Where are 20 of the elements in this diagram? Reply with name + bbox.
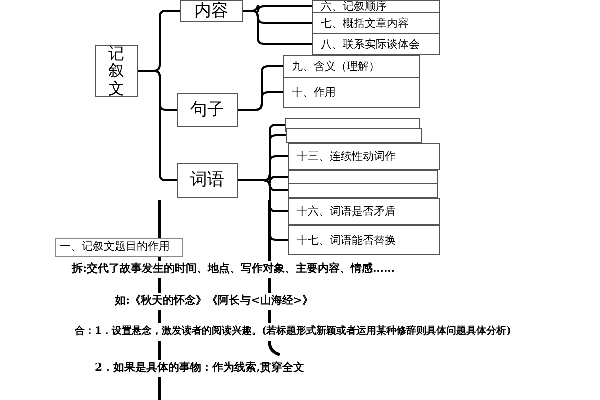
stacked-box	[288, 183, 438, 198]
item-box: 六、记叙顺序	[312, 0, 440, 13]
topic-box: 内容	[180, 0, 243, 22]
item-box: 十、作用	[283, 77, 420, 108]
item-box: 十七、词语能否替换	[288, 225, 440, 255]
brace-connector	[238, 180, 288, 241]
item-box: 九、含义（理解）	[283, 55, 420, 78]
brace-connector	[138, 70, 177, 182]
topic-box: 词语	[177, 163, 238, 198]
item-box: 十三、连续性动词作	[288, 143, 440, 170]
stacked-box	[286, 128, 422, 143]
item-box: 十六、词语是否矛盾	[288, 198, 440, 225]
item-box: 八、联系实际谈体会	[312, 33, 440, 55]
topic-box: 句子	[177, 93, 238, 127]
item-box: 七、概括文章内容	[312, 12, 440, 34]
topic-box: 记叙文	[95, 45, 138, 97]
brace-connector	[243, 10, 312, 45]
stacked-box	[288, 170, 438, 184]
brace-connector	[238, 92, 283, 111]
section-heading: 一、记叙文题目的作用	[55, 238, 183, 256]
